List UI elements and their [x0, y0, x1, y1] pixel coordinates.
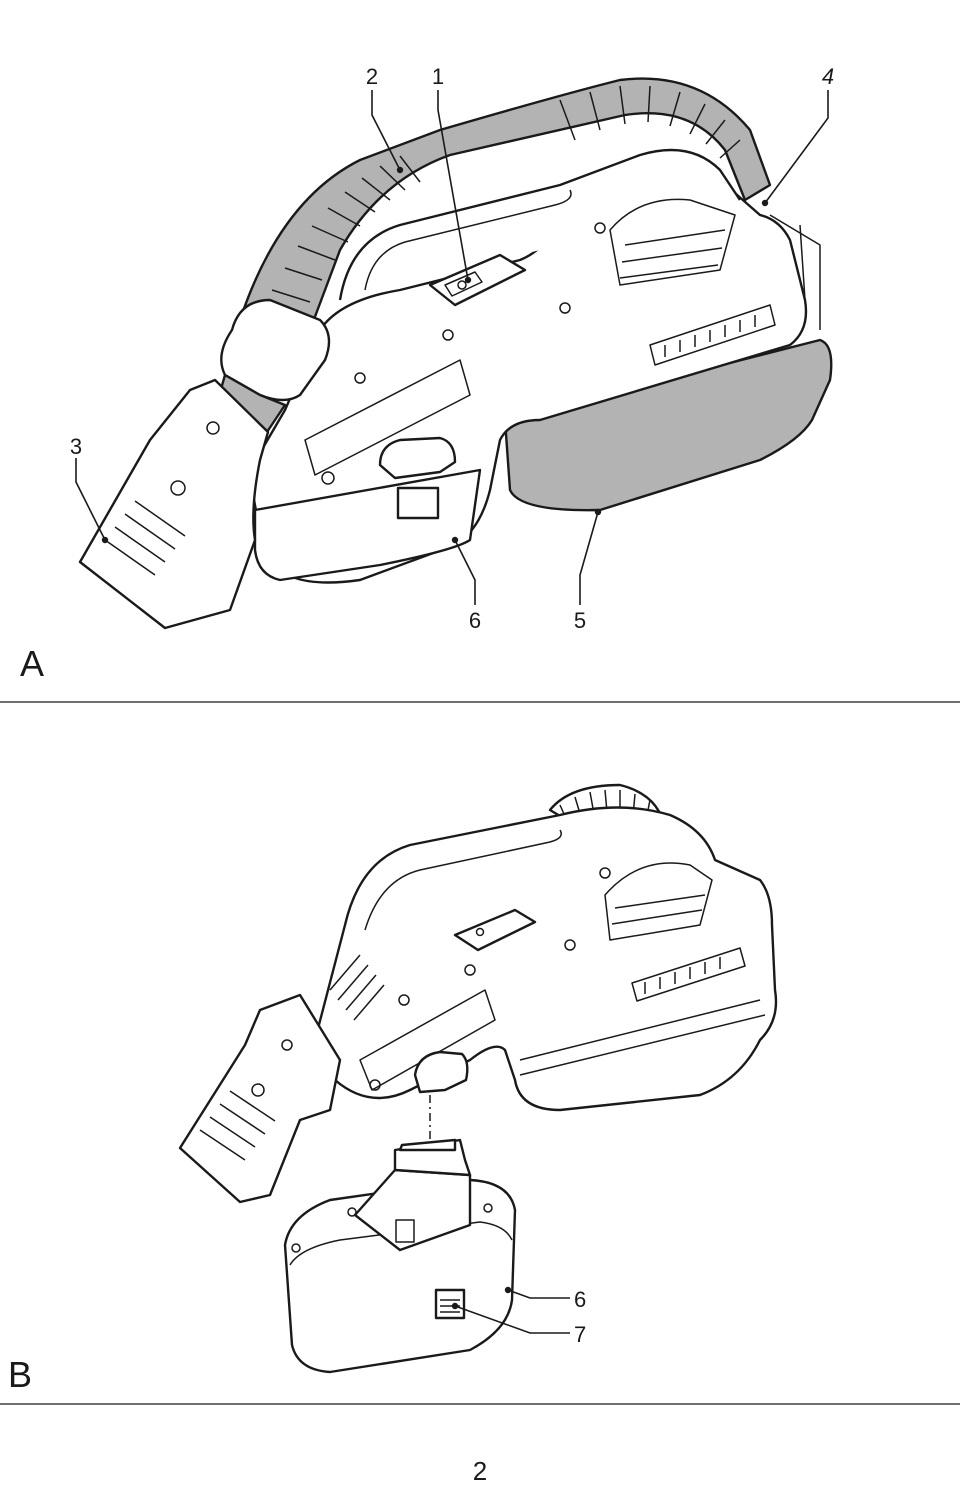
panel-label-b: B	[8, 1354, 32, 1395]
page-number: 2	[473, 1456, 487, 1486]
nozzle-grip-lines-b	[199, 1090, 276, 1161]
battery-hole	[483, 1203, 493, 1213]
screw-hole	[321, 471, 335, 485]
callout-7: 7	[574, 1322, 586, 1347]
screw-hole	[398, 994, 410, 1006]
panel-b-leaders	[451, 1286, 570, 1334]
panel-a-leaders	[75, 90, 829, 605]
screw-hole	[354, 372, 366, 384]
callout-6b: 6	[574, 1287, 586, 1312]
battery-release-button-b	[434, 1288, 466, 1320]
callout-2: 2	[366, 64, 378, 89]
screw-hole	[559, 302, 571, 314]
neck-ribs-b	[329, 954, 385, 1021]
flexible-hose	[238, 77, 772, 332]
dust-canister	[503, 338, 833, 512]
callout-4: 4	[822, 64, 834, 89]
callout-1: 1	[432, 64, 444, 89]
battery-stem-rib	[395, 1219, 415, 1243]
leader-dot-4	[761, 199, 769, 207]
nozzle-pivot-b	[251, 1083, 265, 1097]
indicator-segments	[664, 315, 756, 357]
leader-dot-1	[464, 276, 472, 284]
switch-icon	[457, 280, 467, 290]
battery-hole	[291, 1243, 301, 1253]
handle-inner	[364, 189, 572, 291]
switch-icon-b	[475, 927, 485, 937]
panel-a-illustration	[78, 77, 833, 630]
leader-5	[579, 511, 599, 605]
battery-socket	[413, 1050, 469, 1094]
screw-hole	[464, 964, 476, 976]
charge-indicator	[649, 304, 776, 366]
screw-hole	[594, 222, 606, 234]
leader-dot-6a	[451, 536, 459, 544]
vent-slats	[619, 229, 726, 279]
leader-dot-7	[451, 1302, 459, 1310]
nozzle-pivot-b2	[281, 1039, 293, 1051]
canister-edge-b	[519, 999, 766, 1076]
handle-outline	[338, 148, 741, 301]
screw-hole	[369, 1079, 381, 1091]
leader-3	[75, 458, 106, 541]
battery-stem-top	[398, 1138, 457, 1152]
screw-hole	[599, 867, 611, 879]
hose-connector	[220, 298, 331, 402]
battery-latch	[378, 436, 457, 480]
leader-7	[454, 1305, 570, 1334]
leader-dot-2	[396, 166, 404, 174]
screw-hole	[564, 939, 576, 951]
nozzle-pivot-left	[170, 480, 186, 496]
vent-grille	[609, 198, 736, 286]
callout-6: 6	[469, 608, 481, 633]
panel-label-a: A	[20, 643, 44, 684]
crevice-nozzle	[78, 378, 270, 630]
leader-dot-3	[101, 536, 109, 544]
panel-b-illustration	[178, 783, 778, 1204]
power-switch	[428, 253, 527, 307]
battery-release-button	[396, 486, 440, 520]
indicator-segments-b	[644, 957, 721, 994]
leader-2	[371, 90, 401, 171]
battery-pack-b	[283, 1138, 517, 1374]
vacuum-body-b	[313, 806, 778, 1112]
screw-hole	[442, 329, 454, 341]
nozzle-pivot-right	[206, 421, 220, 435]
leader-6b	[507, 1289, 570, 1299]
filter-frame	[769, 214, 821, 330]
battery-stem-base	[353, 1168, 472, 1252]
callout-5: 5	[574, 608, 586, 633]
label-plate-b	[359, 989, 496, 1091]
charge-indicator-b	[631, 947, 746, 1002]
leader-dot-6b	[504, 1286, 512, 1294]
leader-dot-5	[594, 508, 602, 516]
power-switch-b	[453, 908, 537, 952]
vent-slats-b	[611, 894, 706, 925]
battery-hole	[347, 1207, 357, 1217]
leader-4	[764, 90, 829, 204]
nozzle-grip-lines	[104, 500, 186, 576]
switch-rocker	[444, 271, 483, 297]
handle-inner-b	[364, 829, 562, 931]
callout-3: 3	[70, 434, 82, 459]
crevice-nozzle-b	[178, 993, 342, 1204]
label-plate	[304, 359, 471, 476]
leader-1	[437, 90, 469, 281]
leader-6a	[454, 539, 476, 605]
vent-grille-b	[604, 862, 713, 941]
